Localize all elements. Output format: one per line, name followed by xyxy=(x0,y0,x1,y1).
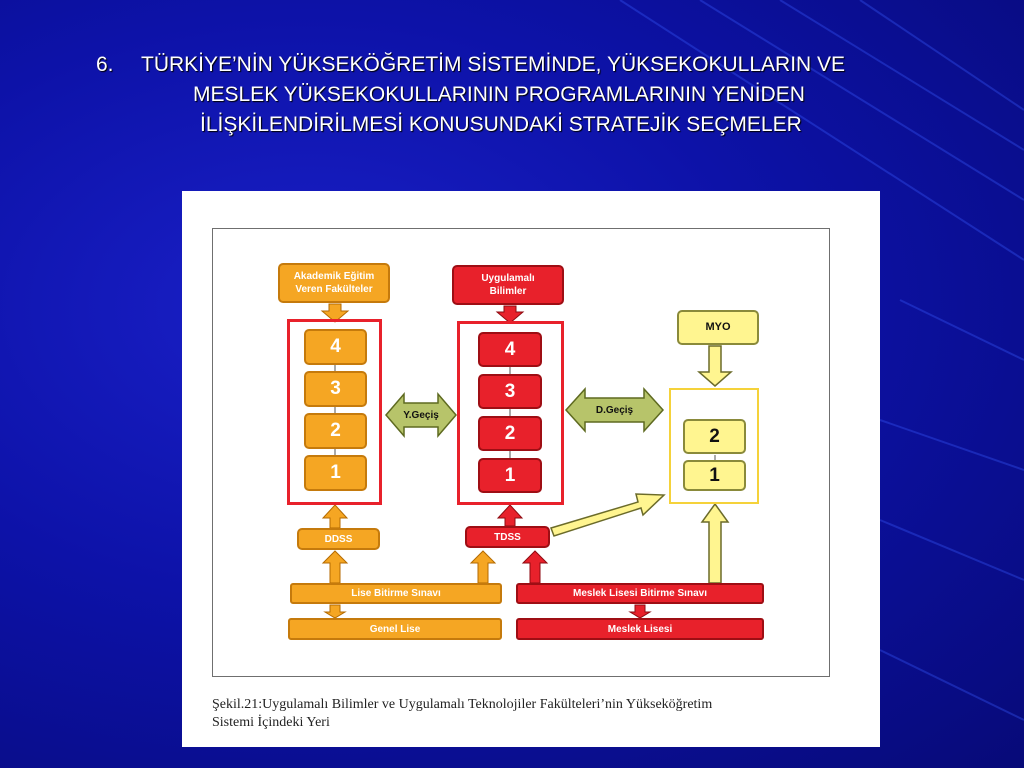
title-line-1: TÜRKİYE’NİN YÜKSEKÖĞRETİM SİSTEMİNDE, YÜ… xyxy=(141,53,846,76)
applied-sciences-box: Uygulamalı Bilimler xyxy=(452,265,564,305)
arrow-meslek-to-myo xyxy=(700,502,730,584)
academic-faculties-box: Akademik Eğitim Veren Fakülteler xyxy=(278,263,390,303)
meslek-exam-box: Meslek Lisesi Bitirme Sınavı xyxy=(516,583,764,604)
arrow-ddss-up xyxy=(321,504,349,529)
arrow-tdss-up xyxy=(496,504,524,527)
caption-line-1: Şekil.21:Uygulamalı Bilimler ve Uygulama… xyxy=(212,697,713,712)
title-number: 6. xyxy=(96,53,114,76)
arrow-meslek-lise-to-exam xyxy=(628,604,652,619)
title-line-2: MESLEK YÜKSEKOKULLARININ PROGRAMLARININ … xyxy=(193,83,805,106)
applied-step: 1 xyxy=(478,458,542,493)
d-gecis-arrow xyxy=(564,387,665,433)
lise-exam-box: Lise Bitirme Sınavı xyxy=(290,583,502,604)
arrow-genel-to-lise xyxy=(323,604,347,619)
d-gecis-label: D.Geçiş xyxy=(595,404,634,416)
myo-outline xyxy=(669,388,759,504)
arrow-lise-to-tdss xyxy=(469,550,497,584)
myo-box: MYO xyxy=(677,310,759,345)
figure-caption: Şekil.21:Uygulamalı Bilimler ve Uygulama… xyxy=(212,696,812,732)
title-line-3: İLİŞKİLENDİRİLMESİ KONUSUNDAKİ STRATEJİK… xyxy=(200,113,802,136)
slide-title: 6. TÜRKİYE’NİN YÜKSEKÖĞRETİM SİSTEMİNDE,… xyxy=(96,50,996,140)
arrow-myo-down xyxy=(697,345,733,387)
academic-step: 3 xyxy=(304,371,367,407)
y-gecis-label: Y.Geçiş xyxy=(403,409,439,421)
arrow-tdss-to-myo xyxy=(550,493,666,537)
academic-outline xyxy=(287,319,382,505)
genel-lise-box: Genel Lise xyxy=(288,618,502,640)
applied-outline xyxy=(457,321,564,505)
arrow-academic-down xyxy=(320,303,350,323)
applied-step: 4 xyxy=(478,332,542,367)
academic-step: 4 xyxy=(304,329,367,365)
academic-line-1: Akademik Eğitim xyxy=(293,271,375,282)
academic-step: 1 xyxy=(304,455,367,491)
applied-step: 2 xyxy=(478,416,542,451)
arrow-meslek-to-tdss xyxy=(521,550,549,584)
applied-line-2: Bilimler xyxy=(489,286,527,297)
arrow-lise-to-ddss xyxy=(321,550,349,584)
caption-line-2: Sistemi İçindeki Yeri xyxy=(212,715,330,730)
applied-line-1: Uygulamalı xyxy=(481,273,535,284)
applied-step: 3 xyxy=(478,374,542,409)
meslek-lise-box: Meslek Lisesi xyxy=(516,618,764,640)
myo-step: 2 xyxy=(683,419,746,454)
y-gecis-arrow xyxy=(385,391,457,439)
academic-step: 2 xyxy=(304,413,367,449)
myo-step: 1 xyxy=(683,460,746,491)
ddss-box: DDSS xyxy=(297,528,380,550)
arrow-applied-down xyxy=(495,305,525,324)
tdss-box: TDSS xyxy=(465,526,550,548)
academic-line-2: Veren Fakülteler xyxy=(295,284,373,295)
